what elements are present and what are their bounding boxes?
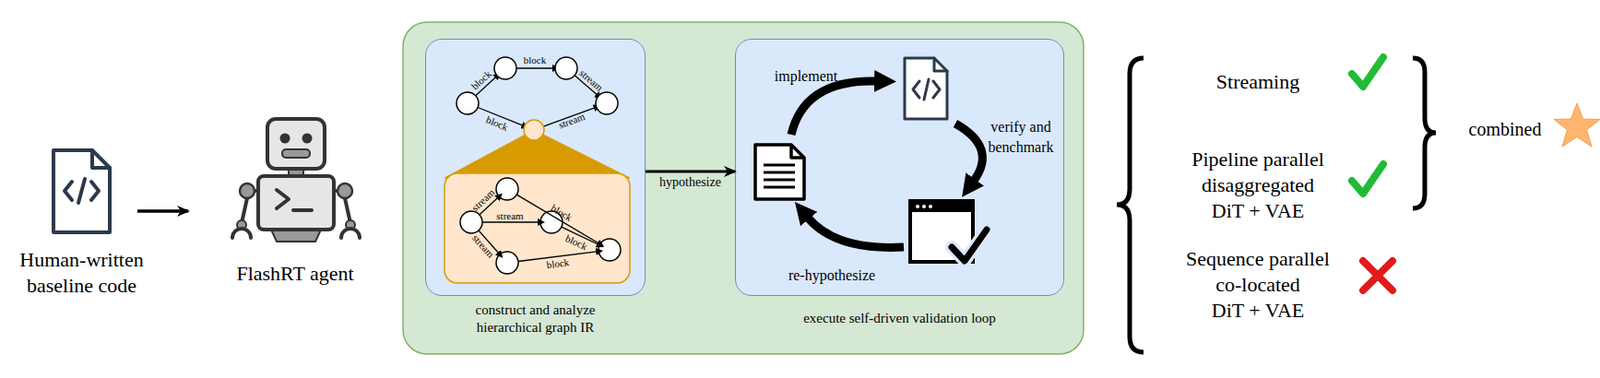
- node-label: FlashRT agent: [193, 260, 397, 287]
- strategy-label: combined: [1469, 118, 1542, 141]
- expansion-wedge: [444, 130, 630, 178]
- connector-arrow: [645, 169, 735, 173]
- robot-icon: [232, 118, 360, 242]
- graph-circles: [456, 57, 621, 274]
- agent-node: FlashRT agent: [193, 117, 397, 247]
- connector-arrow: [137, 209, 189, 214]
- code-file-icon: [53, 150, 110, 233]
- check-mark: [1351, 57, 1384, 87]
- terminal-check-icon: [910, 201, 987, 262]
- strategy-label: Streaming: [1216, 70, 1300, 94]
- code-file-icon: [904, 58, 948, 119]
- node-label: Human-written baseline code: [12, 247, 152, 299]
- cross-mark: [1362, 260, 1393, 291]
- group-panel: [402, 22, 1084, 355]
- graph-edges: [475, 68, 598, 127]
- text-document-icon: [755, 144, 805, 200]
- process-box: execute self-driven validation loop: [734, 38, 1065, 297]
- strategy-label: Pipeline parallel disaggregated DiT + VA…: [1183, 146, 1333, 225]
- code-file-node: Human-written baseline code: [50, 147, 113, 236]
- process-box: construct and analyze hierarchical graph…: [425, 38, 646, 297]
- node-label: construct and analyze hierarchical graph…: [443, 301, 629, 337]
- subgraph-edges: [478, 194, 599, 261]
- right-brace: [1412, 58, 1436, 209]
- left-brace: [1116, 58, 1144, 353]
- subgraph-panel: [444, 173, 630, 284]
- loop-arrows: [791, 81, 983, 248]
- strategy-label: Sequence parallel co-located DiT + VAE: [1183, 246, 1333, 324]
- check-mark: [1351, 164, 1384, 194]
- star-symbol: [1553, 103, 1600, 147]
- node-label: execute self-driven validation loop: [747, 309, 1053, 328]
